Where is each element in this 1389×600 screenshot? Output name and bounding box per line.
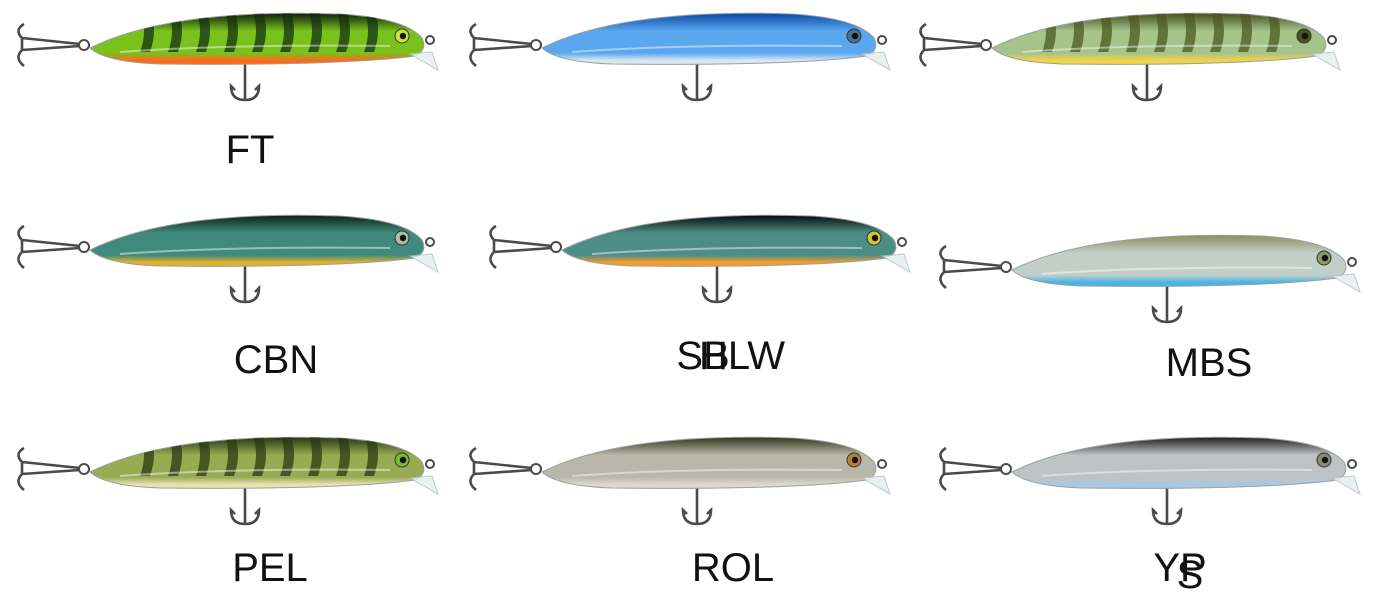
lure-image-cbn: [17, 214, 439, 304]
lure-color-code: S: [1176, 553, 1204, 597]
lure-image-yp: [919, 12, 1341, 102]
lure-color-code: MBS: [1165, 341, 1253, 385]
lure-image-s: [939, 436, 1361, 526]
lure-image-sb: [469, 12, 891, 102]
lure-image-ft: [17, 12, 439, 102]
lure-image-mbs: [939, 234, 1361, 324]
lure-color-code: ROL: [691, 546, 775, 590]
lure-color-code: SB: [676, 334, 730, 378]
lure-color-code: YP: [1153, 546, 1207, 590]
lure-color-code: PEL: [232, 546, 308, 590]
lure-color-code: HLW: [699, 334, 785, 378]
lure-image-pel: [17, 436, 439, 526]
lure-color-code: CBN: [233, 338, 319, 382]
lure-image-rol: [469, 436, 891, 526]
lure-color-code: FT: [225, 128, 275, 172]
lure-image-hlw: [489, 214, 911, 304]
